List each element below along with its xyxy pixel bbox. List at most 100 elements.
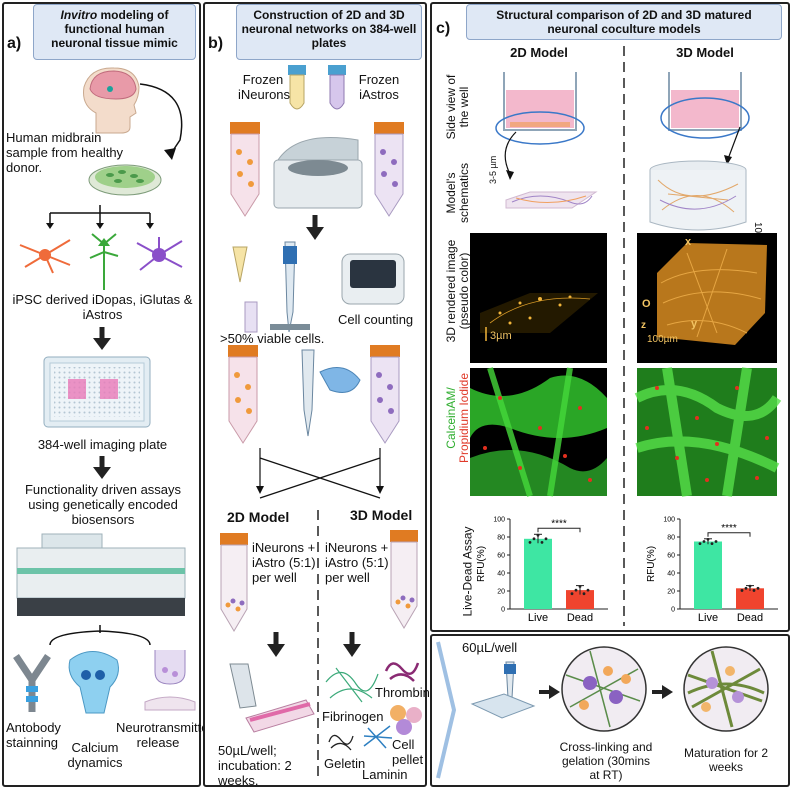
incubation-text: 50µL/well; incubation: 2 weeks. [218, 743, 292, 788]
viable-text: >50% viable cells. [220, 331, 325, 346]
y-tick-label: 80 [667, 535, 675, 542]
x-tick-label: Dead [737, 612, 763, 624]
data-point [532, 537, 536, 541]
render-2d-image: 3µm [470, 233, 607, 363]
data-point [740, 589, 744, 592]
bar-live [524, 538, 552, 609]
y-tick-label: 20 [667, 589, 675, 596]
multichannel-pipette-icon [229, 663, 315, 733]
row-calcein-label: CalceinAM/Propidium Iodide [444, 358, 471, 478]
calcein-2d-image [470, 367, 607, 497]
schematic-2d-icon [505, 191, 598, 209]
row-side-label: Side view of the well [444, 74, 471, 140]
data-point [744, 586, 748, 590]
render-3d-image: x O z y 100µm [637, 233, 777, 363]
mix-2d-text: iNeurons + iAstro (5:1) per well [252, 540, 316, 585]
fibrinogen-text: Fibrinogen [322, 709, 384, 724]
y-tick-label: 20 [497, 589, 505, 596]
cell-pellet-icon [390, 705, 422, 735]
data-point [710, 542, 714, 546]
data-point [536, 533, 540, 537]
cell-pellet-text: Cell pellet [392, 737, 424, 767]
thrombin-icon [384, 662, 420, 682]
bar-live [694, 541, 722, 609]
y-tick-label: 40 [667, 571, 675, 578]
y-tick-label: 80 [497, 535, 505, 542]
y-tick-label: 0 [501, 607, 505, 614]
assay-text: Functionality driven assays using geneti… [24, 482, 182, 527]
laminin-icon [363, 725, 393, 749]
tube-purple-icon [374, 122, 404, 217]
col-3d-title: 3D Model [676, 45, 734, 60]
plate-text: 384-well imaging plate [37, 437, 168, 452]
axis-x: x [685, 236, 692, 248]
tube-purple-icon [370, 345, 400, 444]
row-3d-label: 3D rendered image (pseudo color) [444, 239, 471, 343]
tube-orange-icon [230, 122, 260, 217]
bar-dead [736, 588, 764, 609]
axis-z: z [641, 320, 646, 331]
crosslink-hydrogel-icon [561, 646, 647, 732]
data-point [748, 584, 752, 588]
y-tick-label: 60 [667, 553, 675, 560]
y-tick-label: 60 [497, 553, 505, 560]
synapse-icon [144, 650, 196, 711]
axis-y: y [691, 318, 698, 330]
y-axis-label: RFU(%) [646, 546, 657, 582]
data-point [698, 542, 702, 546]
antibody-icon [13, 654, 51, 712]
pi-text: Propidium Iodide [457, 372, 471, 464]
x-tick-label: Dead [567, 612, 593, 624]
panel-a-title: Invitro modeling of functional human neu… [33, 4, 196, 60]
significance-label: **** [721, 523, 737, 534]
model-3d-label: 3D Model [350, 507, 413, 523]
axis-o: O [642, 298, 651, 310]
branch-arrows-bottom [49, 625, 151, 646]
y-tick-label: 40 [497, 571, 505, 578]
pipette-hand-icon [301, 349, 361, 437]
arrow-2d-schem [504, 131, 517, 180]
maturation-text: Maturation for 2 weeks [683, 746, 769, 774]
panel-b-title: Construction of 2D and 3D neuronal netwo… [236, 4, 422, 60]
panel-c-title: Structural comparison of 2D and 3D matur… [466, 4, 782, 40]
y-tick-label: 100 [493, 517, 505, 524]
data-point [706, 537, 710, 541]
neuron-purple-icon [136, 237, 183, 271]
down-arrow-icon [93, 456, 111, 479]
vial-yellow-icon [288, 65, 306, 110]
down-arrow-icon [343, 632, 361, 657]
thickness-2d: 3-5 µm [488, 155, 498, 184]
antibody-text: Antobody stainning [6, 720, 61, 750]
x-tick-label: Live [698, 612, 718, 624]
model-2d-label: 2D Model [227, 509, 290, 525]
neuro-text: Neurotransmitter release [116, 720, 213, 750]
thrombin-text: Thrombin [375, 685, 430, 700]
down-arrow-icon [306, 215, 324, 240]
head-brain-icon [83, 67, 140, 134]
schematic-3d-icon [649, 160, 747, 231]
bar-dead [566, 590, 594, 609]
significance-label: **** [551, 518, 567, 529]
calcein-text: CalceinAM/ [444, 387, 458, 449]
down-arrow-icon [267, 632, 285, 657]
data-point [714, 540, 718, 543]
right-arrow-icon [539, 685, 560, 699]
y-tick-label: 0 [671, 607, 675, 614]
branch-arrows [46, 205, 154, 229]
frozen-ineurons-text: Frozen iNeurons [238, 72, 291, 102]
data-point [702, 540, 706, 543]
data-point [578, 585, 582, 588]
right-arrow-icon [652, 685, 673, 699]
row-schem-label: Model's schematics [444, 162, 471, 224]
data-point [582, 592, 586, 596]
well-side-3d-icon [660, 72, 750, 139]
data-point [528, 541, 532, 544]
imaging-system-icon [16, 533, 186, 616]
petri-dish-icon [88, 164, 162, 196]
tube-orange-icon [228, 345, 258, 444]
down-arrow-icon [93, 327, 111, 350]
panel-c-label: c) [436, 20, 451, 37]
data-point [756, 586, 760, 590]
